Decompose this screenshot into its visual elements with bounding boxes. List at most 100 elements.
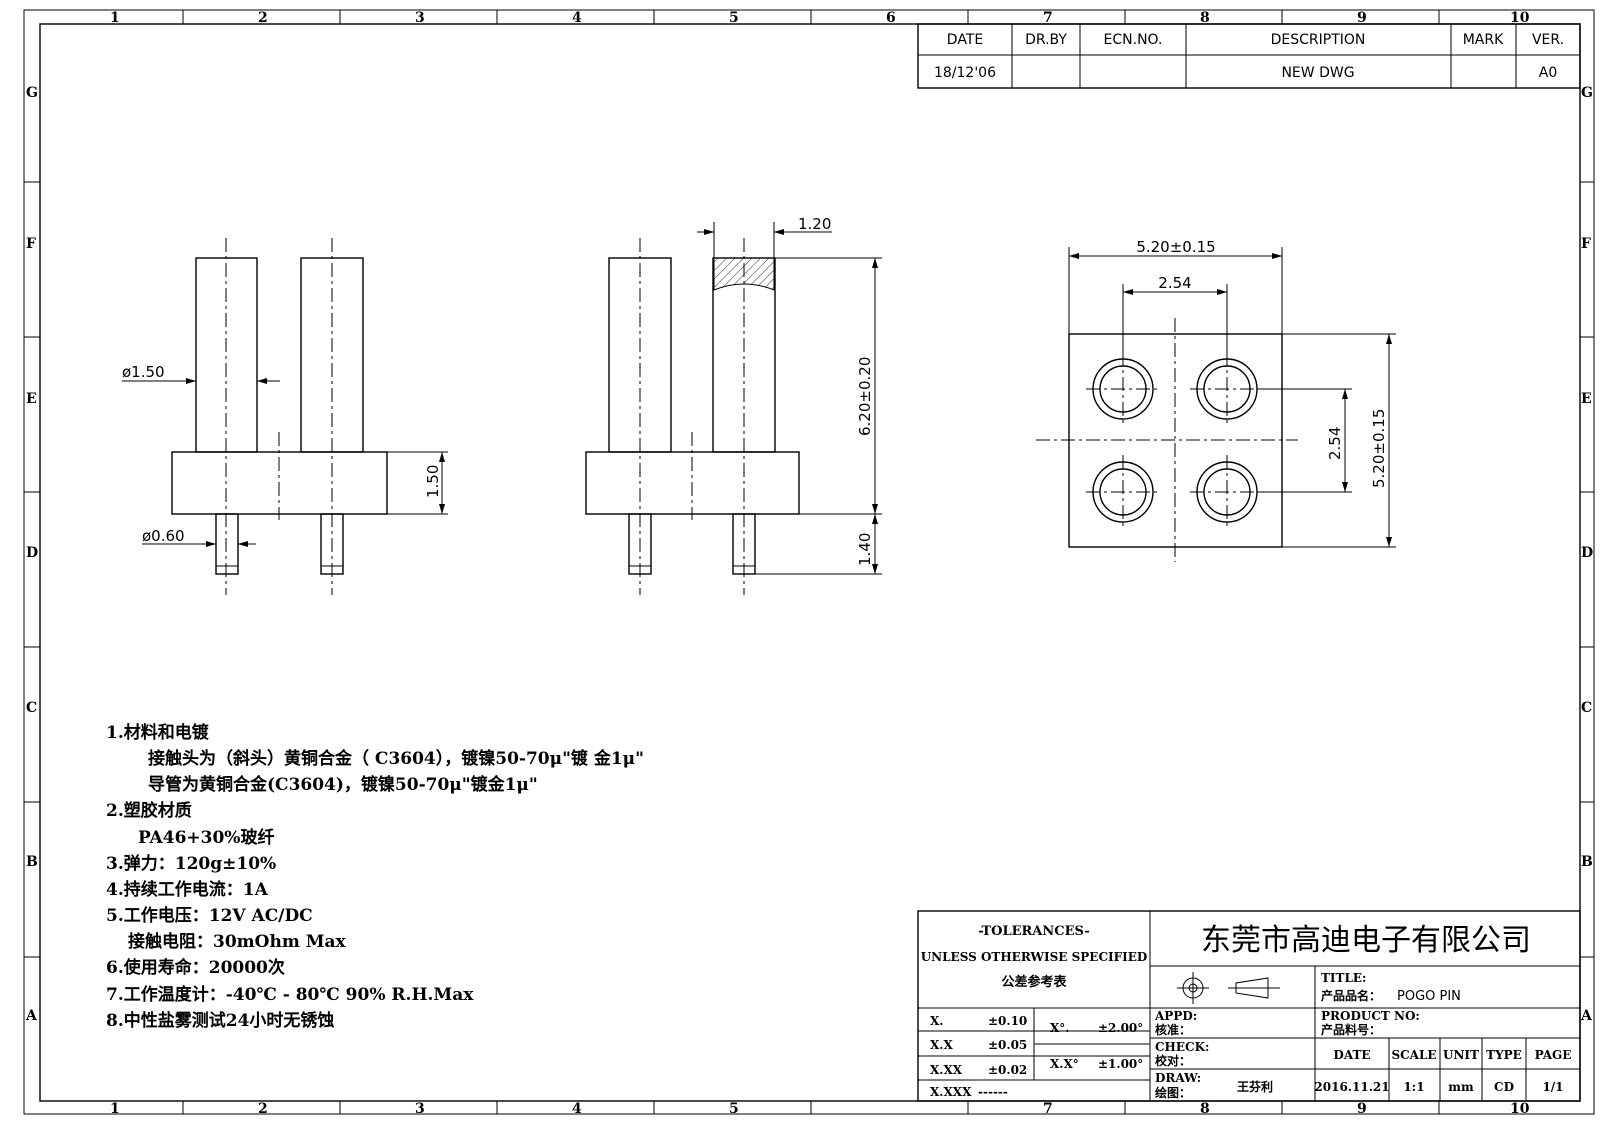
rev-header: DATE [947, 32, 983, 48]
note-line: 导管为黄铜合金(C3604)，镀镍50-70μ"镀金1μ" [148, 774, 538, 795]
outer-border [23, 9, 1595, 1115]
product-name: POGO PIN [1397, 989, 1461, 1004]
tolerances-title: -TOLERANCES- [978, 924, 1090, 939]
product-no-cn: 产品料号： [1321, 1022, 1381, 1037]
zone-col: 4 [572, 10, 582, 26]
ang-value: ±1.00° [1098, 1057, 1143, 1071]
note-line: 5.工作电压：12V AC/DC [106, 905, 313, 926]
zone-row: B [1581, 854, 1593, 870]
zone-col: 7 [1043, 10, 1053, 26]
dim-top-width: 5.20±0.15 [1136, 238, 1215, 256]
zone-row: G [1581, 85, 1593, 101]
zone-row: B [26, 854, 38, 870]
note-line: 6.使用寿命：20000次 [106, 957, 285, 978]
draw-cn: 绘图： [1155, 1085, 1191, 1100]
zone-ticks [24, 10, 1594, 1114]
zone-col: 4 [572, 1101, 582, 1117]
zone-row: A [25, 1008, 38, 1024]
tolerances-sub: UNLESS OTHERWISE SPECIFIED [921, 950, 1148, 964]
zone-col: 8 [1200, 1101, 1210, 1117]
zone-col: 1 [110, 10, 120, 26]
title-label: TITLE: [1321, 971, 1367, 985]
zone-row: G [26, 85, 38, 101]
product-name-cn: 产品品名： [1321, 988, 1381, 1003]
zone-row: F [26, 236, 36, 252]
zone-row: A [1580, 1008, 1593, 1024]
info-date: 2016.11.21 [1314, 1080, 1389, 1094]
zone-labels-right: G F E D C B A [1580, 85, 1593, 1024]
inner-border [39, 23, 1581, 1102]
company-name: 东莞市高迪电子有限公司 [1201, 923, 1531, 958]
note-line: 接触电阻：30mOhm Max [128, 931, 347, 952]
zone-row: E [1581, 391, 1592, 407]
zone-col: 5 [729, 1101, 739, 1117]
info-page: 1/1 [1542, 1080, 1563, 1094]
note-line: 1.材料和电镀 [106, 722, 210, 743]
zone-col: 6 [886, 10, 896, 26]
check-cn: 校对： [1155, 1053, 1191, 1068]
note-line: 3.弹力：120g±10% [106, 853, 276, 874]
tol-value: ------ [978, 1085, 1008, 1099]
dim-outer-dia: ø1.50 [122, 363, 165, 381]
zone-row: C [26, 700, 37, 716]
tol-value: ±0.02 [988, 1063, 1027, 1077]
info-header: SCALE [1391, 1048, 1436, 1062]
zone-col: 3 [415, 10, 425, 26]
zone-row: D [1581, 545, 1593, 561]
note-line: 接触头为（斜头）黄铜合金（ C3604），镀镍50-70μ"镀 金1μ" [148, 748, 644, 769]
dim-base-height: 1.50 [424, 465, 442, 498]
revision-table: DATE DR.BY ECN.NO. DESCRIPTION MARK VER.… [917, 23, 1581, 89]
zone-col: 9 [1357, 10, 1367, 26]
rev-date: 18/12'06 [934, 65, 996, 81]
note-line: 8.中性盐雾测试24小时无锈蚀 [106, 1010, 334, 1031]
zone-col: 8 [1200, 10, 1210, 26]
info-header: PAGE [1535, 1048, 1572, 1062]
dim-tail-length: 1.40 [856, 533, 874, 566]
zone-col: 1 [110, 1101, 120, 1117]
note-line: 4.持续工作电流：1A [106, 879, 269, 900]
zone-col: 7 [1043, 1101, 1053, 1117]
zone-col: 2 [258, 1101, 268, 1117]
zone-labels-bottom: 1 2 3 4 5 7 8 9 10 [110, 1101, 1530, 1117]
notes: 1.材料和电镀 接触头为（斜头）黄铜合金（ C3604），镀镍50-70μ"镀 … [106, 722, 644, 1031]
info-header: UNIT [1443, 1048, 1479, 1062]
tol-format: X. [930, 1014, 944, 1028]
zone-col: 5 [729, 10, 739, 26]
ang-value: ±2.00° [1098, 1021, 1143, 1035]
info-header: DATE [1333, 1048, 1370, 1062]
top-view: 5.20±0.15 2.54 2.54 5.20±0.15 [1036, 238, 1396, 562]
tol-value: ±0.10 [988, 1014, 1027, 1028]
note-line: 7.工作温度计：-40℃ - 80℃ 90% R.H.Max [106, 984, 474, 1005]
check-label: CHECK: [1155, 1040, 1209, 1054]
zone-col: 10 [1510, 10, 1530, 26]
info-unit: mm [1448, 1080, 1474, 1094]
zone-row: D [26, 545, 38, 561]
zone-col: 2 [258, 10, 268, 26]
zone-labels-left: G F E D C B A [25, 85, 38, 1024]
dim-tip-width: 1.20 [798, 215, 831, 233]
info-scale: 1:1 [1403, 1080, 1424, 1094]
dim-side-width: 5.20±0.15 [1370, 409, 1388, 488]
ang-format: X°. [1050, 1021, 1070, 1035]
tol-format: X.XXX [930, 1085, 972, 1099]
note-line: 2.塑胶材质 [106, 800, 192, 821]
dim-pitch-h: 2.54 [1158, 274, 1191, 292]
pin-hole [1086, 352, 1160, 426]
info-type: CD [1494, 1080, 1514, 1094]
note-line: PA46+30%玻纤 [138, 827, 274, 848]
tol-value: ±0.05 [988, 1038, 1027, 1052]
info-header: TYPE [1486, 1048, 1522, 1062]
dim-total-height: 6.20±0.20 [856, 357, 874, 436]
zone-col: 9 [1357, 1101, 1367, 1117]
pin-hole [1086, 455, 1160, 529]
rev-header: DESCRIPTION [1271, 32, 1366, 48]
drawer-name: 王芬利 [1237, 1079, 1273, 1094]
zone-col: 10 [1510, 1101, 1530, 1117]
front-view: ø1.50 ø0.60 1.50 [122, 238, 448, 595]
title-block: -TOLERANCES- UNLESS OTHERWISE SPECIFIED … [917, 910, 1581, 1102]
zone-row: E [26, 391, 37, 407]
appd-label: APPD: [1154, 1009, 1197, 1023]
rev-header: ECN.NO. [1104, 32, 1163, 48]
zone-labels-top: 1 2 3 4 5 6 7 8 9 10 [110, 10, 1530, 26]
